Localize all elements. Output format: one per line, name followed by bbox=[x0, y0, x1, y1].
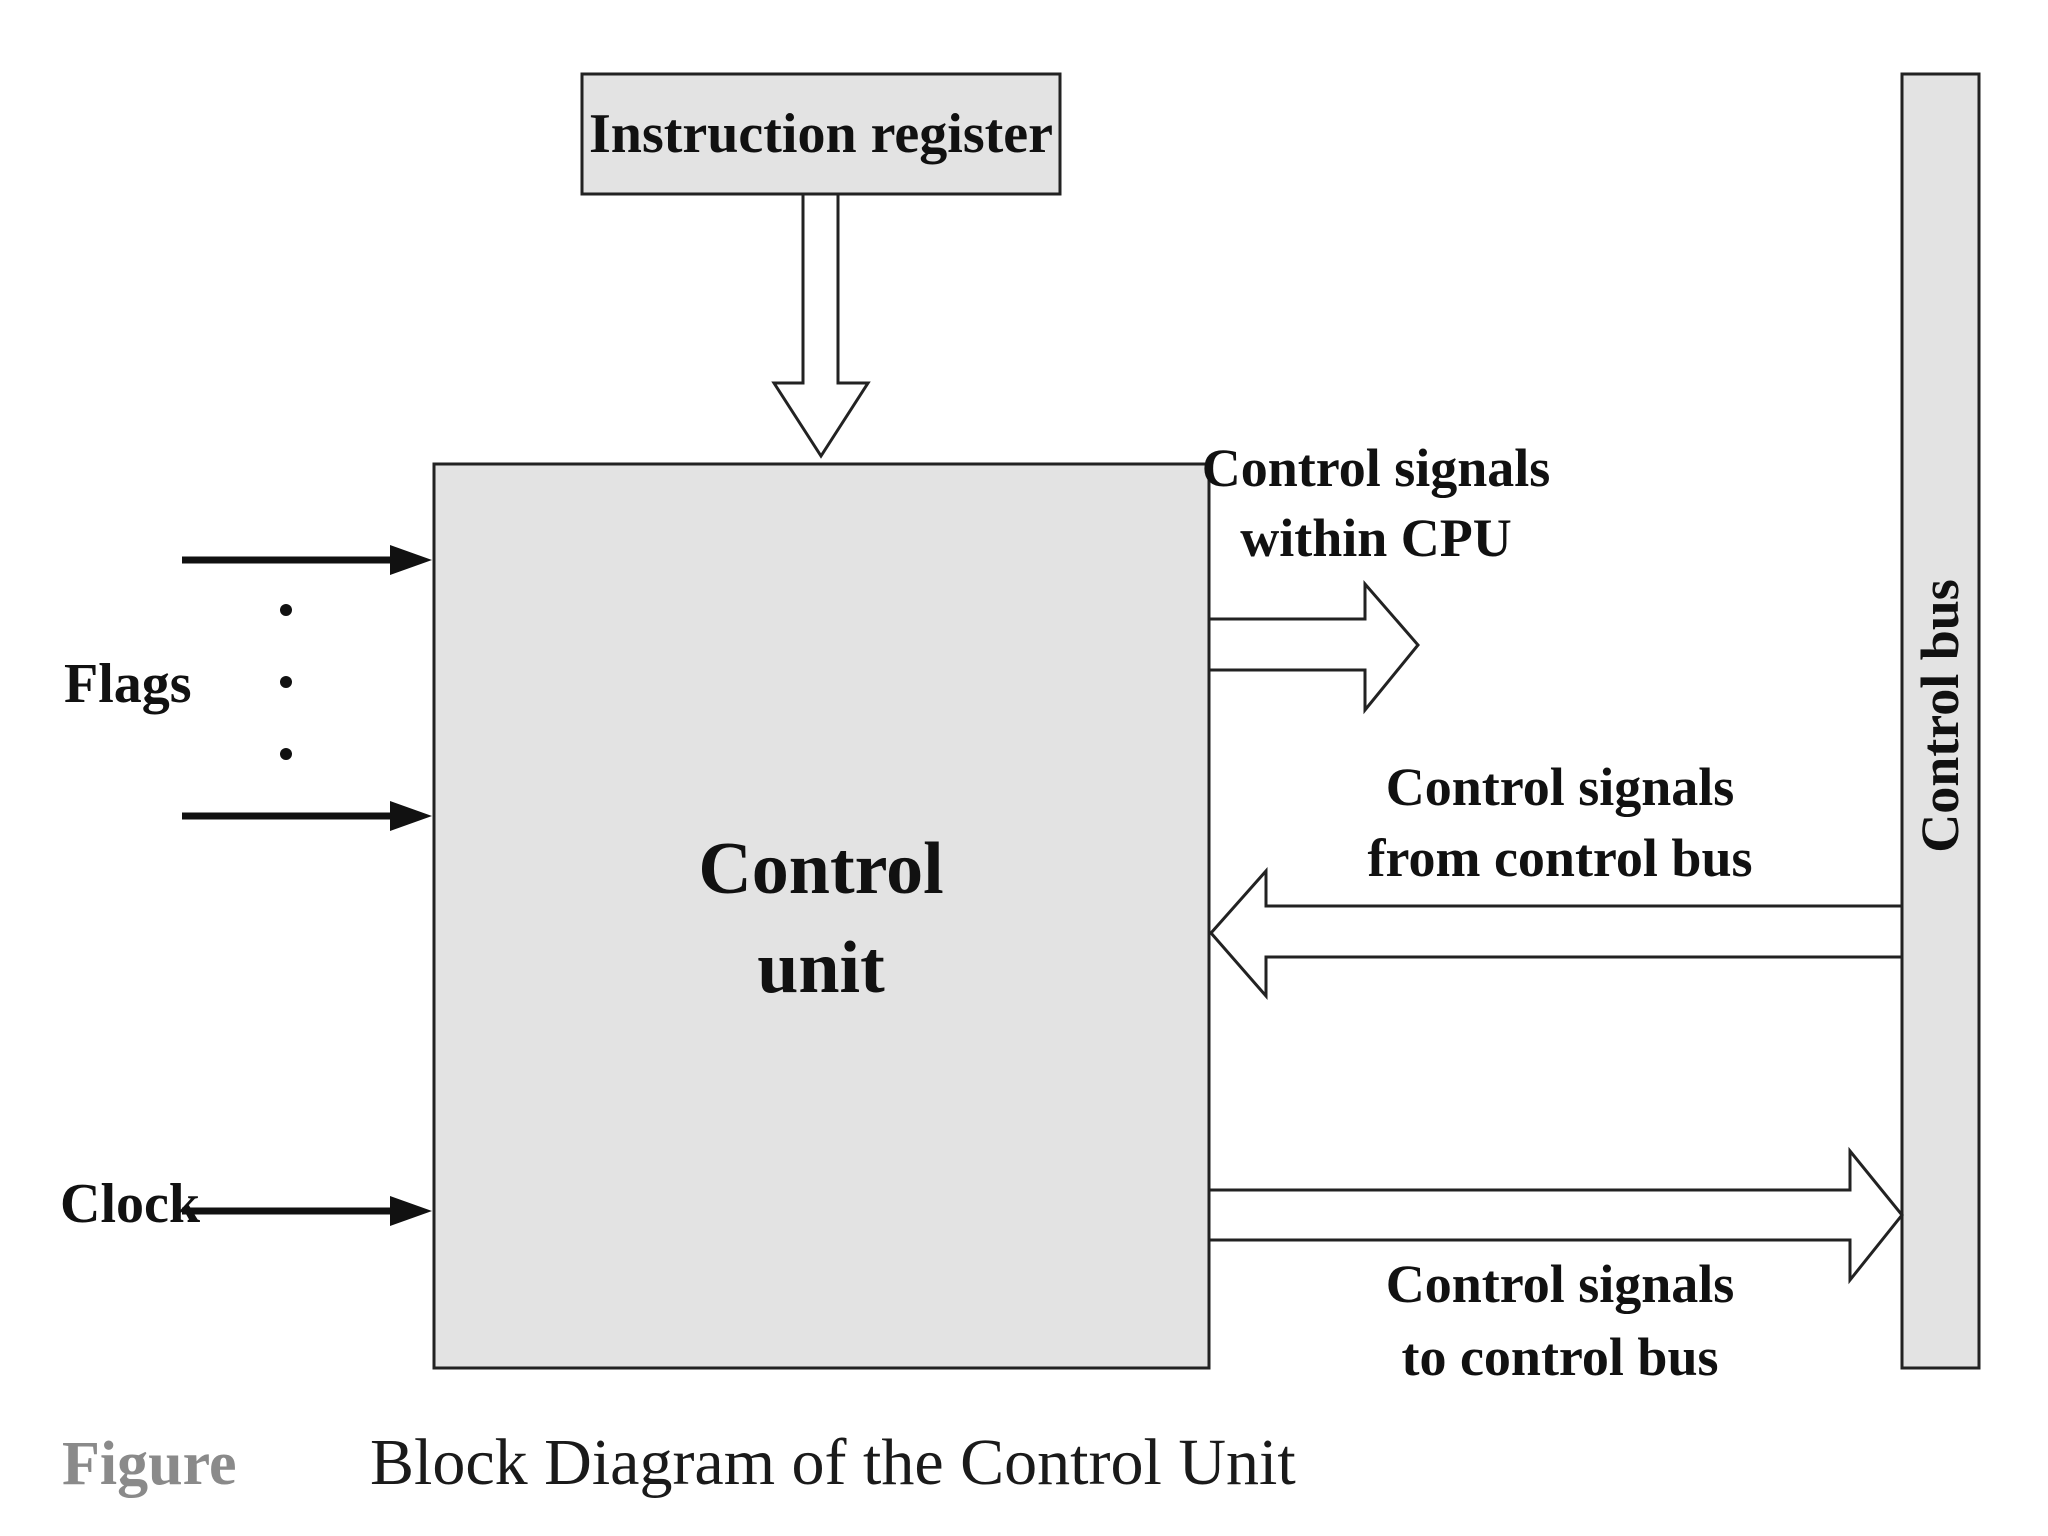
clock-label: Clock bbox=[60, 1173, 201, 1235]
signals-to-bus-arrow bbox=[1207, 1146, 1904, 1285]
clock-input: Clock bbox=[60, 1173, 432, 1235]
signals-from-bus-label-line1: Control signals bbox=[1386, 757, 1735, 817]
flag-arrowhead-bottom bbox=[390, 801, 432, 831]
signals-within-cpu-label-line1: Control signals bbox=[1202, 438, 1551, 498]
signals-from-bus: Control signals from control bus bbox=[1209, 757, 1904, 1000]
figure-caption: Figure Block Diagram of the Control Unit bbox=[62, 1426, 1296, 1499]
signals-from-bus-arrow bbox=[1209, 867, 1904, 1000]
signals-to-bus: Control signals to control bus bbox=[1207, 1146, 1904, 1387]
control-unit-label-line2: unit bbox=[757, 927, 885, 1009]
instruction-register-block: Instruction register bbox=[580, 72, 1062, 196]
flags-inputs: Flags bbox=[64, 545, 432, 831]
control-bus-label: Control bus bbox=[1910, 579, 1970, 853]
control-unit-block: Control unit bbox=[432, 462, 1211, 1370]
signals-to-bus-label-line2: to control bus bbox=[1401, 1327, 1718, 1387]
flags-dot-3 bbox=[280, 748, 292, 760]
instruction-to-control-arrow bbox=[771, 192, 871, 459]
signals-within-cpu-label-line2: within CPU bbox=[1240, 508, 1512, 568]
flags-dot-2 bbox=[280, 676, 292, 688]
control-unit-label-line1: Control bbox=[698, 828, 943, 910]
signals-to-bus-label-line1: Control signals bbox=[1386, 1254, 1735, 1314]
figure-label: Figure bbox=[62, 1430, 237, 1498]
clock-arrowhead bbox=[390, 1196, 432, 1226]
flags-label: Flags bbox=[64, 653, 192, 715]
control-bus: Control bus bbox=[1900, 72, 1981, 1370]
signals-within-cpu-arrow bbox=[1207, 579, 1420, 715]
signals-within-cpu: Control signals within CPU bbox=[1202, 438, 1551, 715]
instruction-register-label: Instruction register bbox=[589, 103, 1053, 165]
signals-from-bus-label-line2: from control bus bbox=[1367, 828, 1752, 888]
flag-arrowhead-top bbox=[390, 545, 432, 575]
figure-title: Block Diagram of the Control Unit bbox=[370, 1426, 1296, 1499]
flags-dot-1 bbox=[280, 604, 292, 616]
